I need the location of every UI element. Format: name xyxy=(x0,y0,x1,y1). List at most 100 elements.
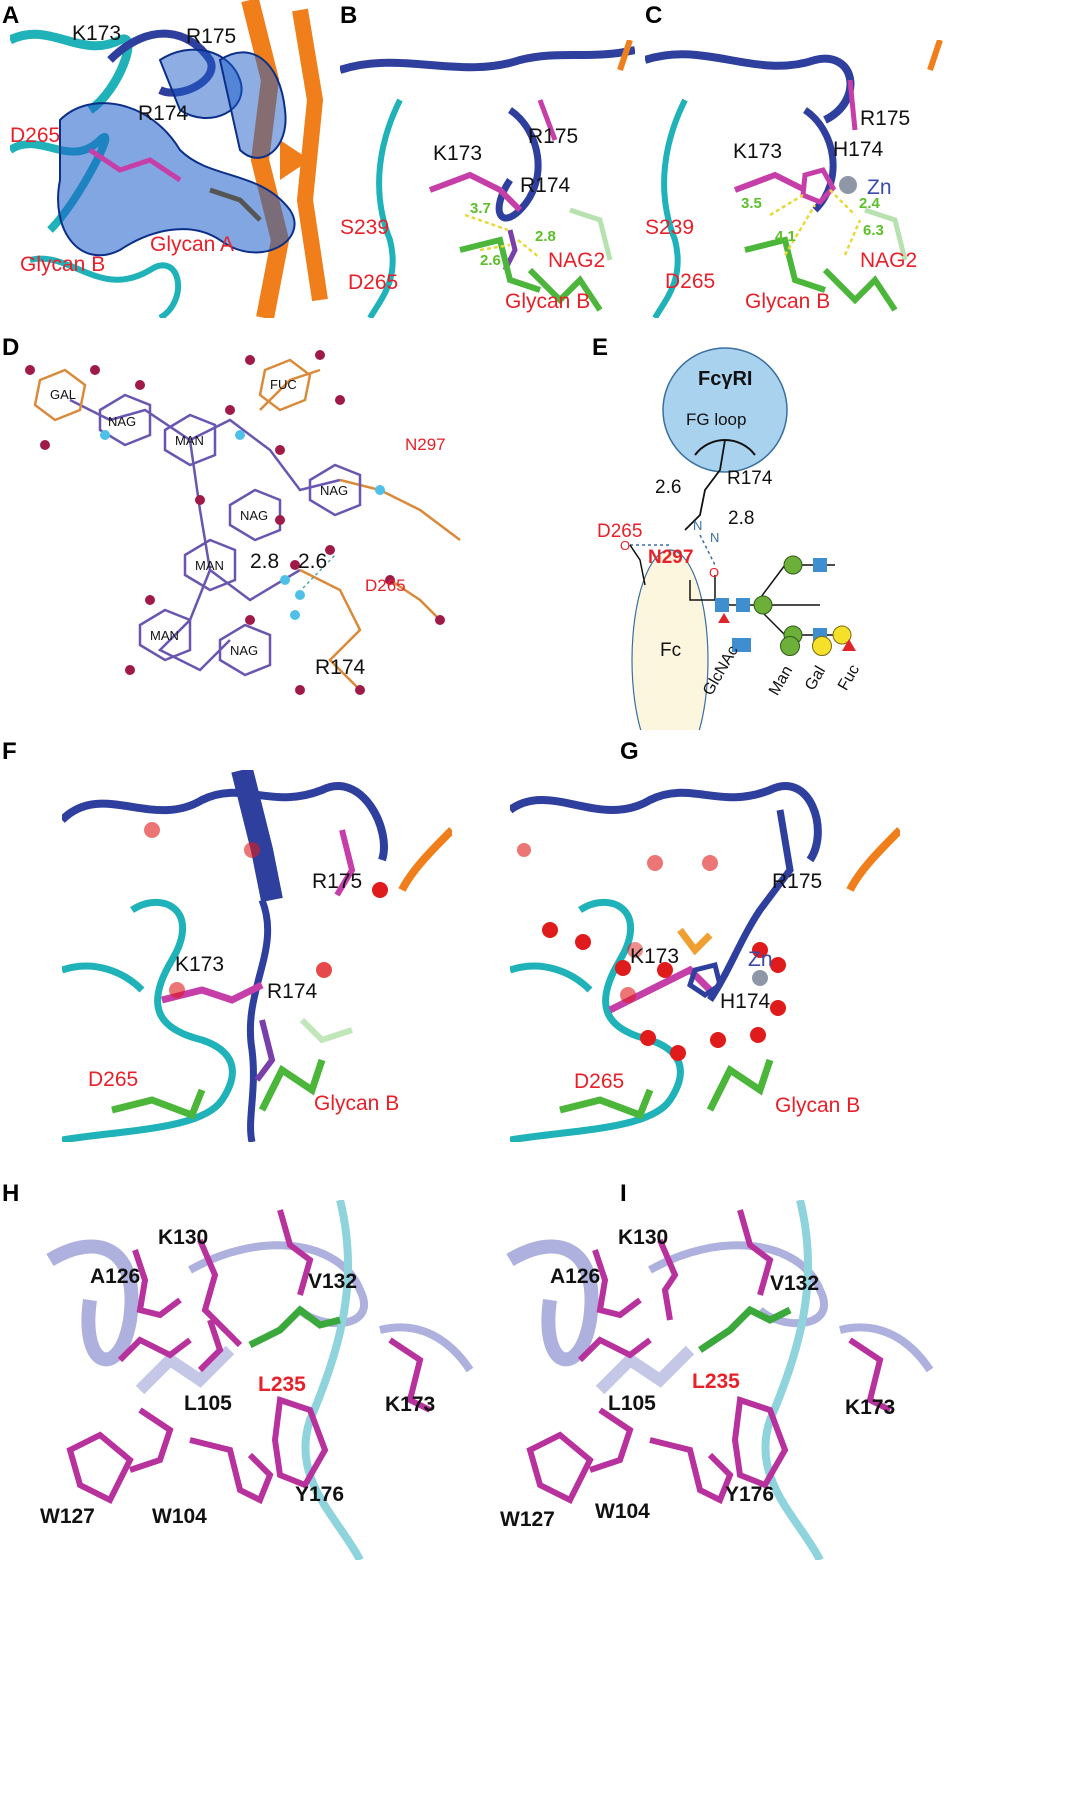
panel-h-structure xyxy=(46,1200,474,1560)
label-d265: D265 xyxy=(348,271,399,294)
label-k130: K130 xyxy=(158,1226,209,1249)
panel-f: R175 K173 R174 D265 Glycan B xyxy=(62,770,452,1142)
label-w104: W104 xyxy=(152,1505,207,1528)
panel-e-schematic xyxy=(629,347,852,730)
label-nag2: NAG2 xyxy=(860,249,918,272)
label-a126: A126 xyxy=(550,1265,601,1288)
legend-glcnac-icon xyxy=(737,638,751,652)
label-r174: R174 xyxy=(727,468,773,489)
label-r175: R175 xyxy=(528,125,579,148)
ring-nag-1: NAG xyxy=(108,414,137,429)
label-d265: D265 xyxy=(597,521,643,542)
panel-letter-d: D xyxy=(2,334,20,361)
label-s239: S239 xyxy=(340,216,390,239)
panel-letter-i: I xyxy=(620,1180,627,1207)
label-k173: K173 xyxy=(175,953,225,976)
label-y176: Y176 xyxy=(725,1483,775,1506)
ring-gal-text: GAL xyxy=(50,387,77,402)
label-r175: R175 xyxy=(186,25,237,48)
label-fc: Fc xyxy=(660,640,682,661)
panel-letter-b: B xyxy=(340,2,358,29)
ring-man-1: MAN xyxy=(175,433,204,448)
receptor-name: FcγRI xyxy=(698,368,753,390)
panel-a: K173 R175 R174 D265 Glycan A Glycan B xyxy=(10,0,330,318)
label-r174: R174 xyxy=(138,102,189,125)
label-glycan-b: Glycan B xyxy=(314,1092,400,1115)
label-k173: K173 xyxy=(72,22,122,45)
label-s239: S239 xyxy=(645,216,695,239)
distance-2: 2.4 xyxy=(859,195,880,212)
ring-fuc: FUC xyxy=(270,377,297,392)
panel-c-structure xyxy=(645,40,943,318)
label-d265: D265 xyxy=(665,270,716,293)
panel-letter-e: E xyxy=(592,334,609,361)
label-glycan-b: Glycan B xyxy=(745,290,831,313)
label-zn: Zn xyxy=(748,948,773,971)
label-glycan-b: Glycan B xyxy=(775,1094,861,1117)
label-k130: K130 xyxy=(618,1226,669,1249)
label-y176: Y176 xyxy=(295,1483,345,1506)
atom-o-1: O xyxy=(620,538,631,553)
panel-f-structure xyxy=(62,770,452,1142)
distance-1: 2.8 xyxy=(250,550,280,573)
distance-3: 4.1 xyxy=(775,228,796,245)
distance-3: 2.6 xyxy=(480,252,501,269)
label-d265: D265 xyxy=(10,124,61,147)
atom-n-2: N xyxy=(710,530,720,545)
panel-letter-a: A xyxy=(2,2,20,29)
panel-b-structure xyxy=(340,40,635,318)
label-glycan-b: Glycan B xyxy=(20,253,106,276)
label-r174: R174 xyxy=(267,980,318,1003)
distance-1: 3.5 xyxy=(741,195,762,212)
ring-man-3: MAN xyxy=(150,628,179,643)
label-d265: D265 xyxy=(88,1068,139,1091)
label-v132: V132 xyxy=(308,1270,358,1293)
label-zn: Zn xyxy=(867,176,892,199)
panel-h: K130 A126 V132 L235 L105 K173 W127 W104 … xyxy=(40,1200,510,1560)
panel-letter-c: C xyxy=(645,2,663,29)
panel-i-structure xyxy=(506,1200,934,1560)
legend-man-icon xyxy=(780,636,800,656)
panel-letter-h: H xyxy=(2,1180,20,1207)
label-k173: K173 xyxy=(433,142,483,165)
distance-1: 3.7 xyxy=(470,200,491,217)
label-nag2: NAG2 xyxy=(548,249,606,272)
atom-o-2: O xyxy=(709,565,720,580)
ring-man-2: MAN xyxy=(195,558,224,573)
label-a126: A126 xyxy=(90,1265,141,1288)
label-d265: D265 xyxy=(365,576,406,595)
label-w104: W104 xyxy=(595,1500,650,1523)
label-l235: L235 xyxy=(258,1373,306,1396)
label-w127: W127 xyxy=(40,1505,95,1528)
label-l235: L235 xyxy=(692,1370,740,1393)
panel-letter-f: F xyxy=(2,738,17,765)
panel-d: N297 2.8 2.6 D265 R174 GAL NAG MAN FUC N… xyxy=(0,340,560,720)
distance-2: 2.8 xyxy=(728,508,755,529)
label-k173: K173 xyxy=(733,140,783,163)
label-k173: K173 xyxy=(385,1393,436,1416)
label-r174: R174 xyxy=(520,174,571,197)
panel-c: R175 K173 H174 Zn 3.5 2.4 S239 4.1 6.3 N… xyxy=(645,40,945,318)
panel-d-ligplot xyxy=(25,350,461,695)
ring-nag-2: NAG xyxy=(320,483,349,498)
label-glycan-b: Glycan B xyxy=(505,290,591,313)
label-r175: R175 xyxy=(772,870,823,893)
panel-g-structure xyxy=(510,782,900,1142)
label-l105: L105 xyxy=(184,1392,232,1415)
label-d265: D265 xyxy=(574,1070,625,1093)
label-n297: N297 xyxy=(405,435,446,454)
label-n297: N297 xyxy=(648,547,694,568)
label-w127: W127 xyxy=(500,1508,555,1531)
label-l105: L105 xyxy=(608,1392,656,1415)
label-r175: R175 xyxy=(860,107,911,130)
ring-nag-4: NAG xyxy=(230,643,259,658)
label-h174: H174 xyxy=(833,138,884,161)
distance-2: 2.6 xyxy=(298,550,328,573)
atom-n-1: N xyxy=(693,518,703,533)
label-r175: R175 xyxy=(312,870,363,893)
distance-2: 2.8 xyxy=(535,228,556,245)
legend-fuc-icon xyxy=(842,639,856,651)
legend-gal-icon xyxy=(812,636,832,656)
label-k173: K173 xyxy=(630,945,680,968)
loop-name: FG loop xyxy=(686,410,747,429)
